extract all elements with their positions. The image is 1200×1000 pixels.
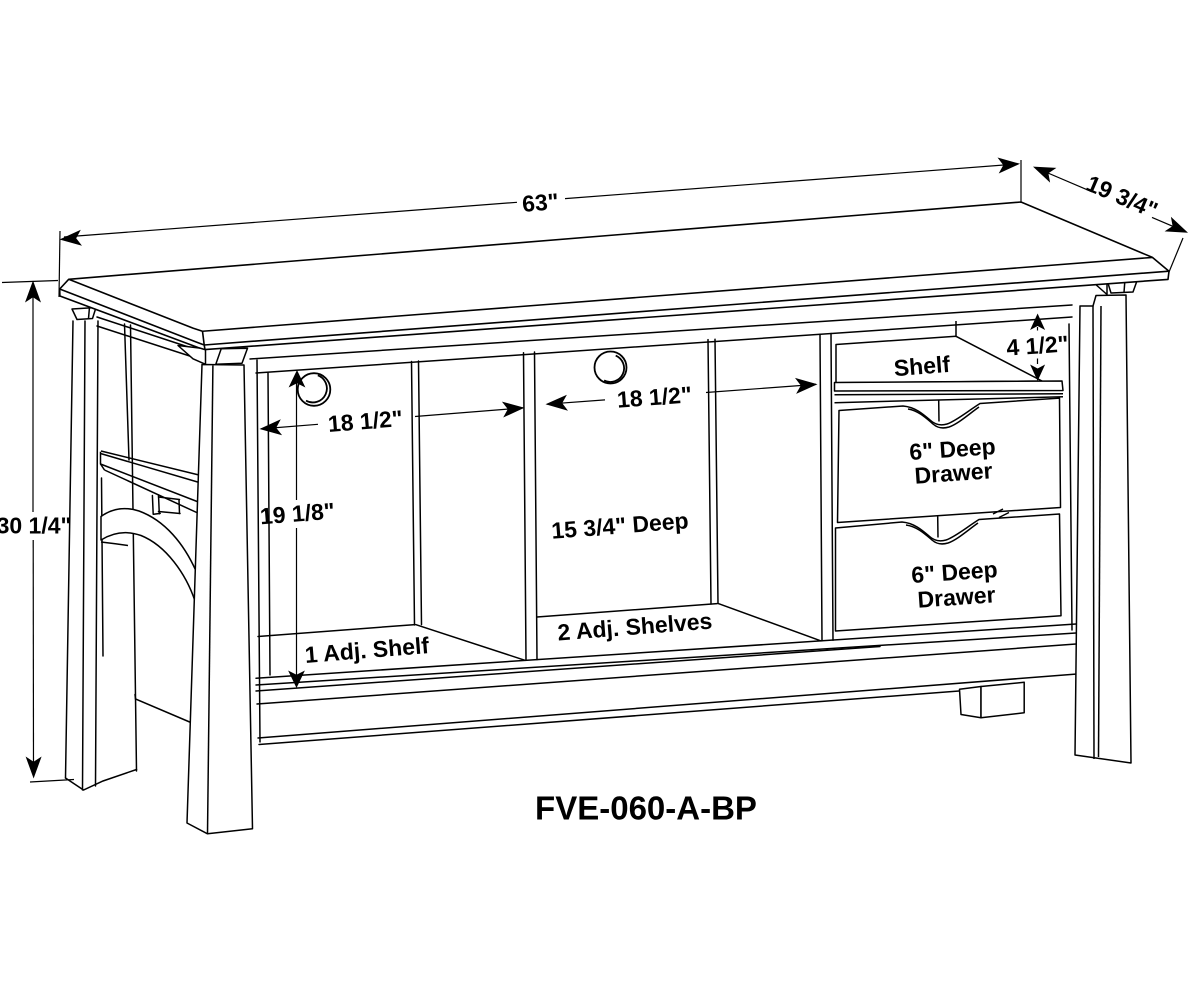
svg-text:18 1/2": 18 1/2": [327, 405, 404, 437]
svg-text:6" Deep: 6" Deep: [910, 556, 998, 588]
svg-text:4 1/2": 4 1/2": [1006, 330, 1070, 360]
svg-text:Shelf: Shelf: [893, 351, 951, 381]
svg-text:Drawer: Drawer: [914, 457, 994, 488]
svg-text:FVE-060-A-BP: FVE-060-A-BP: [535, 790, 757, 827]
svg-text:6" Deep: 6" Deep: [908, 433, 996, 465]
svg-text:19 1/8": 19 1/8": [259, 498, 336, 530]
svg-text:18 1/2": 18 1/2": [616, 381, 693, 412]
svg-text:Drawer: Drawer: [917, 581, 997, 612]
svg-text:30 1/4": 30 1/4": [0, 513, 71, 539]
svg-text:63": 63": [521, 188, 559, 217]
